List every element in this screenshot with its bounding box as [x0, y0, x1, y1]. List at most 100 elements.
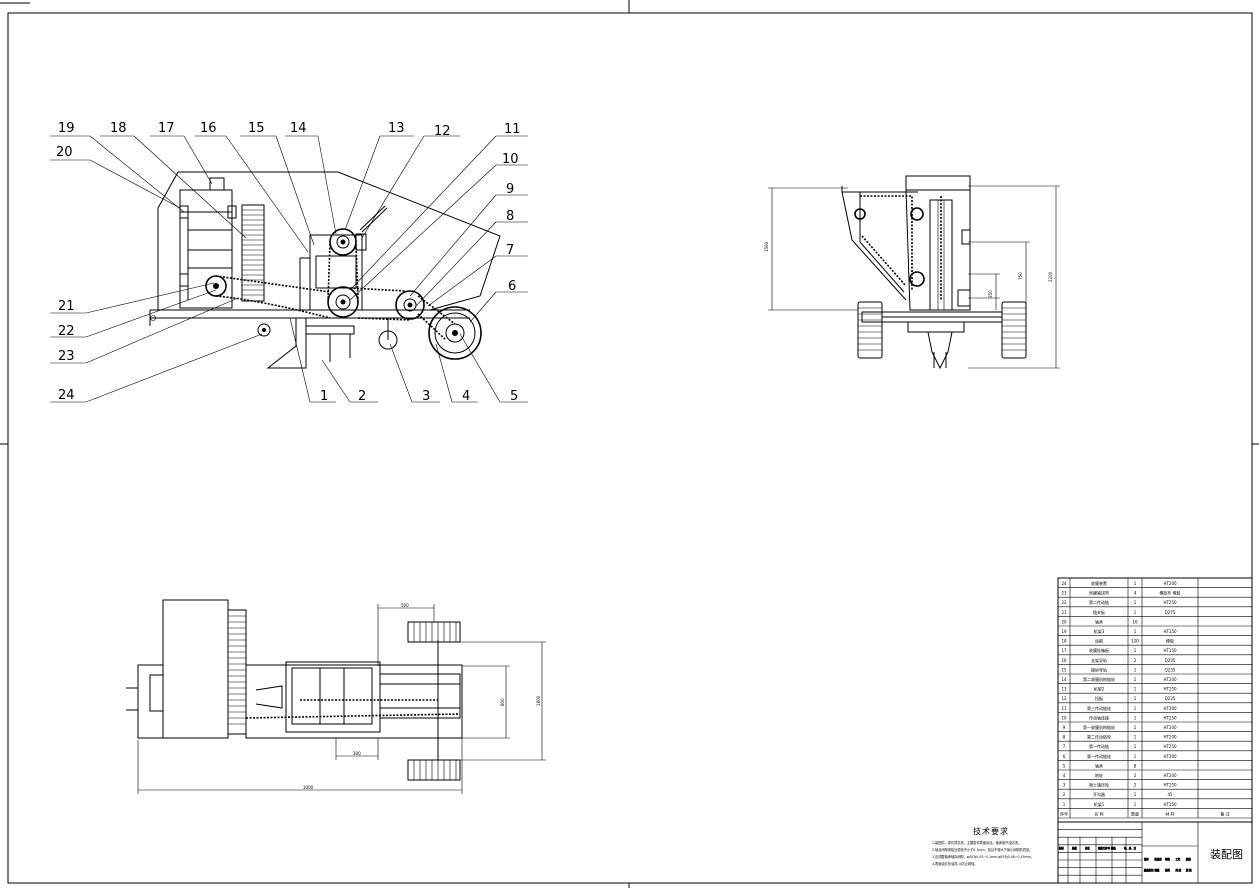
bom-cell: 收膜装置 [1091, 580, 1107, 586]
bom-cell: 120 [1131, 639, 1139, 644]
bom-header-cell: 材 料 [1165, 810, 1174, 816]
title-block-label: 比例 [1165, 868, 1170, 872]
bom-cell: 1 [1134, 715, 1137, 720]
bom-cell: 开沟器 [1093, 791, 1105, 797]
bom-cell: HT150 [1163, 629, 1177, 634]
dim-height-mid: 750 [1018, 272, 1023, 280]
bom-cell: 橡胶布 橡胶 [1159, 590, 1180, 596]
bom-cell: 4 [1063, 773, 1066, 778]
bom-cell: 挡板 [1095, 695, 1103, 701]
bom-cell: HT200 [1163, 725, 1177, 730]
tech-note-3: 3.应调整轴承轴向间隙，φ40为0.05~0.1mm,φ55为0.08~0.15… [932, 855, 1034, 859]
callout-12: 12 [434, 124, 451, 139]
bom-cell: 13 [1061, 687, 1067, 692]
end-elevation-view: 1560 750 350 2200 [764, 175, 1060, 370]
bom-cell: 收膜挂箱板 [1089, 647, 1109, 653]
callout-16: 16 [200, 121, 217, 136]
bom-cell: 16 [1061, 658, 1067, 663]
bom-cell: 机架3 [1094, 628, 1105, 634]
callout-10: 10 [502, 152, 519, 167]
bom-cell: 2 [1134, 658, 1137, 663]
title-block-label: 批准 [1186, 857, 1191, 861]
bom-cell: 4 [1134, 591, 1137, 596]
callout-22: 22 [58, 324, 75, 339]
bom-cell: HT150 [1163, 802, 1177, 807]
side-elevation-view [149, 171, 501, 369]
bom-cell: 1 [1134, 629, 1137, 634]
bom-cell: 限土镇压轮 [1089, 782, 1109, 788]
tech-title: 技术要求 [973, 827, 1009, 836]
callout-4: 4 [462, 389, 470, 404]
callout-18: 18 [110, 121, 127, 136]
bom-cell: 1 [1134, 610, 1137, 615]
bom-cell: 21 [1061, 610, 1067, 615]
bom-cell: 1 [1134, 667, 1137, 672]
bom-cell: 第二收膜机构链轮 [1083, 676, 1115, 682]
title-block-label: 更改文件号 [1098, 846, 1111, 850]
dim-plan-depth-total: 1800 [536, 695, 541, 706]
title-block-label: 标准化 [1155, 857, 1163, 861]
callout-17: 17 [158, 121, 175, 136]
bom-cell: 6 [1063, 754, 1066, 759]
callout-numbers: 19 20 18 17 16 15 14 13 12 11 10 9 8 7 6… [56, 121, 521, 404]
title-block-label: 设计 [1144, 857, 1149, 861]
title-block-label: 标记 [1059, 846, 1064, 850]
bom-cell: 2 [1063, 792, 1066, 797]
dim-height-low: 350 [988, 290, 993, 298]
bom-cell: Q235 [1165, 667, 1176, 672]
bom-cell: Q275 [1165, 610, 1176, 615]
bom-cell: 橡胶 [1166, 638, 1174, 644]
outer-frame [7, 12, 1253, 884]
bom-cell: 地轮 [1095, 772, 1103, 778]
callout-2: 2 [358, 389, 366, 404]
tech-note-4: 4.表面涂红色油漆,以防止锈蚀。 [932, 862, 978, 866]
bom-cell: 8 [1063, 735, 1066, 740]
bom-cell: 1 [1134, 600, 1137, 605]
bom-cell: HT200 [1163, 706, 1177, 711]
bom-cell: 17 [1061, 648, 1067, 653]
callout-7: 7 [506, 243, 514, 258]
bom-cell: 1 [1134, 581, 1137, 586]
title-block-label: 处数 [1072, 846, 1077, 850]
bom-header-cell: 数量 [1131, 810, 1139, 816]
bom-cell: 传动轴连接 [1089, 714, 1109, 720]
title-block: 标记处数分区更改文件号签名年、月、日设计标准化审核工艺批准阶段标记重量比例共 张… [1057, 821, 1253, 884]
bom-cell: 第二传动链轮 [1087, 734, 1111, 740]
bom-cell: 15 [1061, 667, 1067, 672]
plan-view: 500 300 3000 800 1800 [126, 599, 546, 794]
bom-cell: 1 [1134, 735, 1137, 740]
bom-cell: 22 [1061, 600, 1067, 605]
callout-1: 1 [320, 389, 328, 404]
bom-cell: 链夹板 [1093, 609, 1105, 615]
bom-cell: HT150 [1163, 687, 1177, 692]
callout-19: 19 [58, 121, 75, 136]
title-block-label: 阶段标记 [1144, 868, 1154, 872]
bom-header-cell: 序号 [1060, 810, 1068, 816]
bom-cell: 5 [1063, 763, 1066, 768]
bom-cell: 1 [1063, 802, 1066, 807]
bom-cell: HT250 [1163, 600, 1177, 605]
title-block-label: 工艺 [1176, 857, 1181, 861]
bom-cell: 轴承 [1095, 762, 1103, 768]
callout-leaders [50, 135, 528, 403]
bom-cell: 齿耙 [1095, 638, 1103, 644]
callout-13: 13 [388, 121, 405, 136]
bom-cell: 1 [1134, 677, 1137, 682]
callout-20: 20 [56, 145, 73, 160]
bom-cell: 3 [1063, 783, 1066, 788]
technical-requirements: 技术要求 1.装配前，零件须清洗，主要零件表面涂油，轴承用汽油清洗。 2.啮合间… [932, 826, 1060, 869]
tech-note-1: 1.装配前，零件须清洗，主要零件表面涂油，轴承用汽油清洗。 [932, 841, 1022, 845]
bom-cell: 1 [1134, 725, 1137, 730]
bom-cell: 20 [1061, 619, 1067, 624]
bom-header-cell: 名 称 [1094, 810, 1103, 816]
bom-cell: Q235 [1165, 696, 1176, 701]
bom-cell: 1 [1134, 754, 1137, 759]
bom-cell: HT200 [1163, 735, 1177, 740]
callout-21: 21 [58, 299, 75, 314]
bom-cell: 18 [1061, 639, 1067, 644]
bom-cell: Q235 [1165, 658, 1176, 663]
bom-header-cell: 备 注 [1220, 810, 1229, 816]
callout-3: 3 [422, 389, 430, 404]
bom-cell: 23 [1061, 591, 1067, 596]
